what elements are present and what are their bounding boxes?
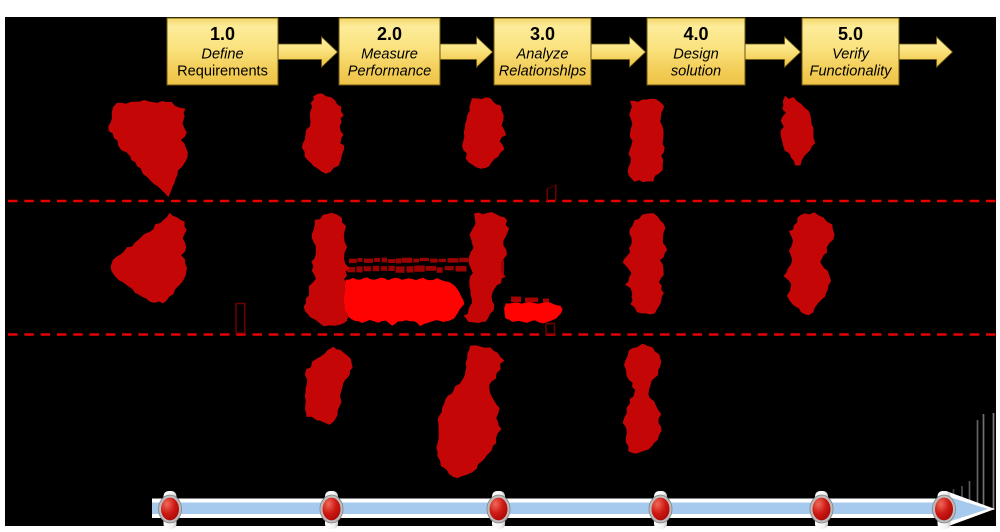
- svg-text:4.0: 4.0: [683, 24, 708, 44]
- svg-text:Requirements: Requirements: [177, 64, 268, 80]
- svg-text:Verify: Verify: [832, 47, 870, 63]
- svg-text:solution: solution: [671, 64, 721, 80]
- svg-text:Define: Define: [201, 47, 243, 63]
- svg-text:Performance: Performance: [348, 64, 432, 80]
- svg-text:Analyze: Analyze: [516, 47, 569, 63]
- svg-text:5.0: 5.0: [838, 24, 863, 44]
- svg-text:Functionality: Functionality: [810, 64, 894, 80]
- svg-text:1.0: 1.0: [210, 24, 235, 44]
- svg-text:Design: Design: [673, 47, 718, 63]
- svg-text:Measure: Measure: [361, 47, 418, 63]
- svg-text:2.0: 2.0: [377, 24, 402, 44]
- svg-text:Relationshlps: Relationshlps: [499, 64, 587, 80]
- svg-text:3.0: 3.0: [530, 24, 555, 44]
